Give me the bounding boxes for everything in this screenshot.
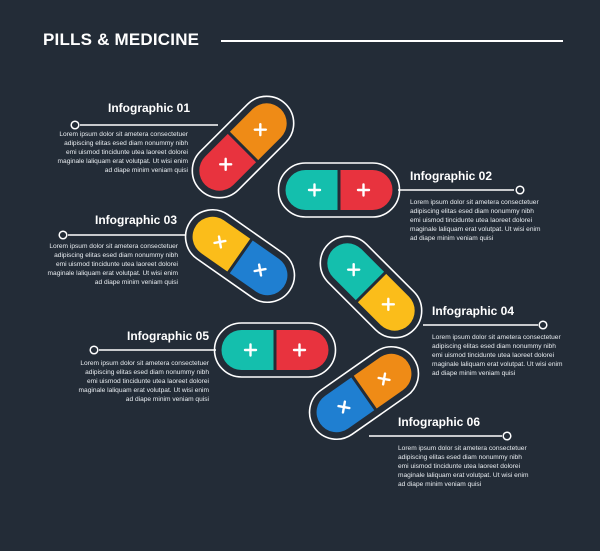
pill-outline — [184, 208, 296, 304]
connector-02 — [398, 185, 525, 195]
pill-05 — [213, 322, 337, 378]
page-title: PILLS & MEDICINE — [43, 30, 200, 49]
infographic-03-body: Lorem ipsum dolor sit ametera consectetu… — [47, 243, 178, 287]
infographic-05-title: Infographic 05 — [127, 329, 210, 343]
cross-icon — [377, 372, 391, 386]
cross-icon — [253, 122, 268, 137]
infographic-01-title: Infographic 01 — [108, 101, 191, 115]
pill-01 — [191, 95, 295, 199]
plus-icon — [307, 183, 322, 197]
cross-icon — [337, 400, 351, 414]
pill-06 — [308, 345, 420, 441]
pill-02 — [277, 162, 401, 218]
cross-icon — [346, 262, 361, 277]
infographic-02-title: Infographic 02 — [410, 169, 493, 183]
pill-outline — [191, 95, 295, 199]
cross-icon — [253, 263, 267, 277]
pill-outline — [277, 162, 401, 218]
infographic-03-title: Infographic 03 — [95, 213, 178, 227]
plus-icon — [292, 343, 307, 357]
cross-icon — [213, 235, 227, 249]
connector-05 — [89, 345, 216, 355]
pill-outline — [308, 345, 420, 441]
infographic-01-body: Lorem ipsum dolor sit ametera consectetu… — [57, 131, 188, 175]
connector-03 — [58, 230, 186, 240]
infographic-06-title: Infographic 06 — [398, 415, 481, 429]
connector-04 — [423, 320, 548, 330]
pill-outline — [213, 322, 337, 378]
pill-right-half — [229, 103, 287, 161]
infographic-05-body: Lorem ipsum dolor sit ametera consectetu… — [78, 360, 209, 404]
cross-icon — [381, 297, 396, 312]
infographic-06-body: Lorem ipsum dolor sit ametera consectetu… — [398, 445, 529, 489]
pill-03 — [184, 208, 296, 304]
infographic-04-title: Infographic 04 — [432, 304, 515, 318]
pill-left-half — [199, 133, 257, 191]
pill-left-half — [327, 243, 385, 301]
plus-icon — [356, 183, 371, 197]
plus-icon — [243, 343, 258, 357]
pill-right-half — [357, 273, 415, 331]
connector-06 — [369, 431, 512, 441]
infographic-02-body: Lorem ipsum dolor sit ametera consectetu… — [410, 199, 541, 243]
connector-01 — [70, 120, 218, 130]
infographic-04-body: Lorem ipsum dolor sit ametera consectetu… — [432, 334, 563, 378]
cross-icon — [218, 157, 233, 172]
